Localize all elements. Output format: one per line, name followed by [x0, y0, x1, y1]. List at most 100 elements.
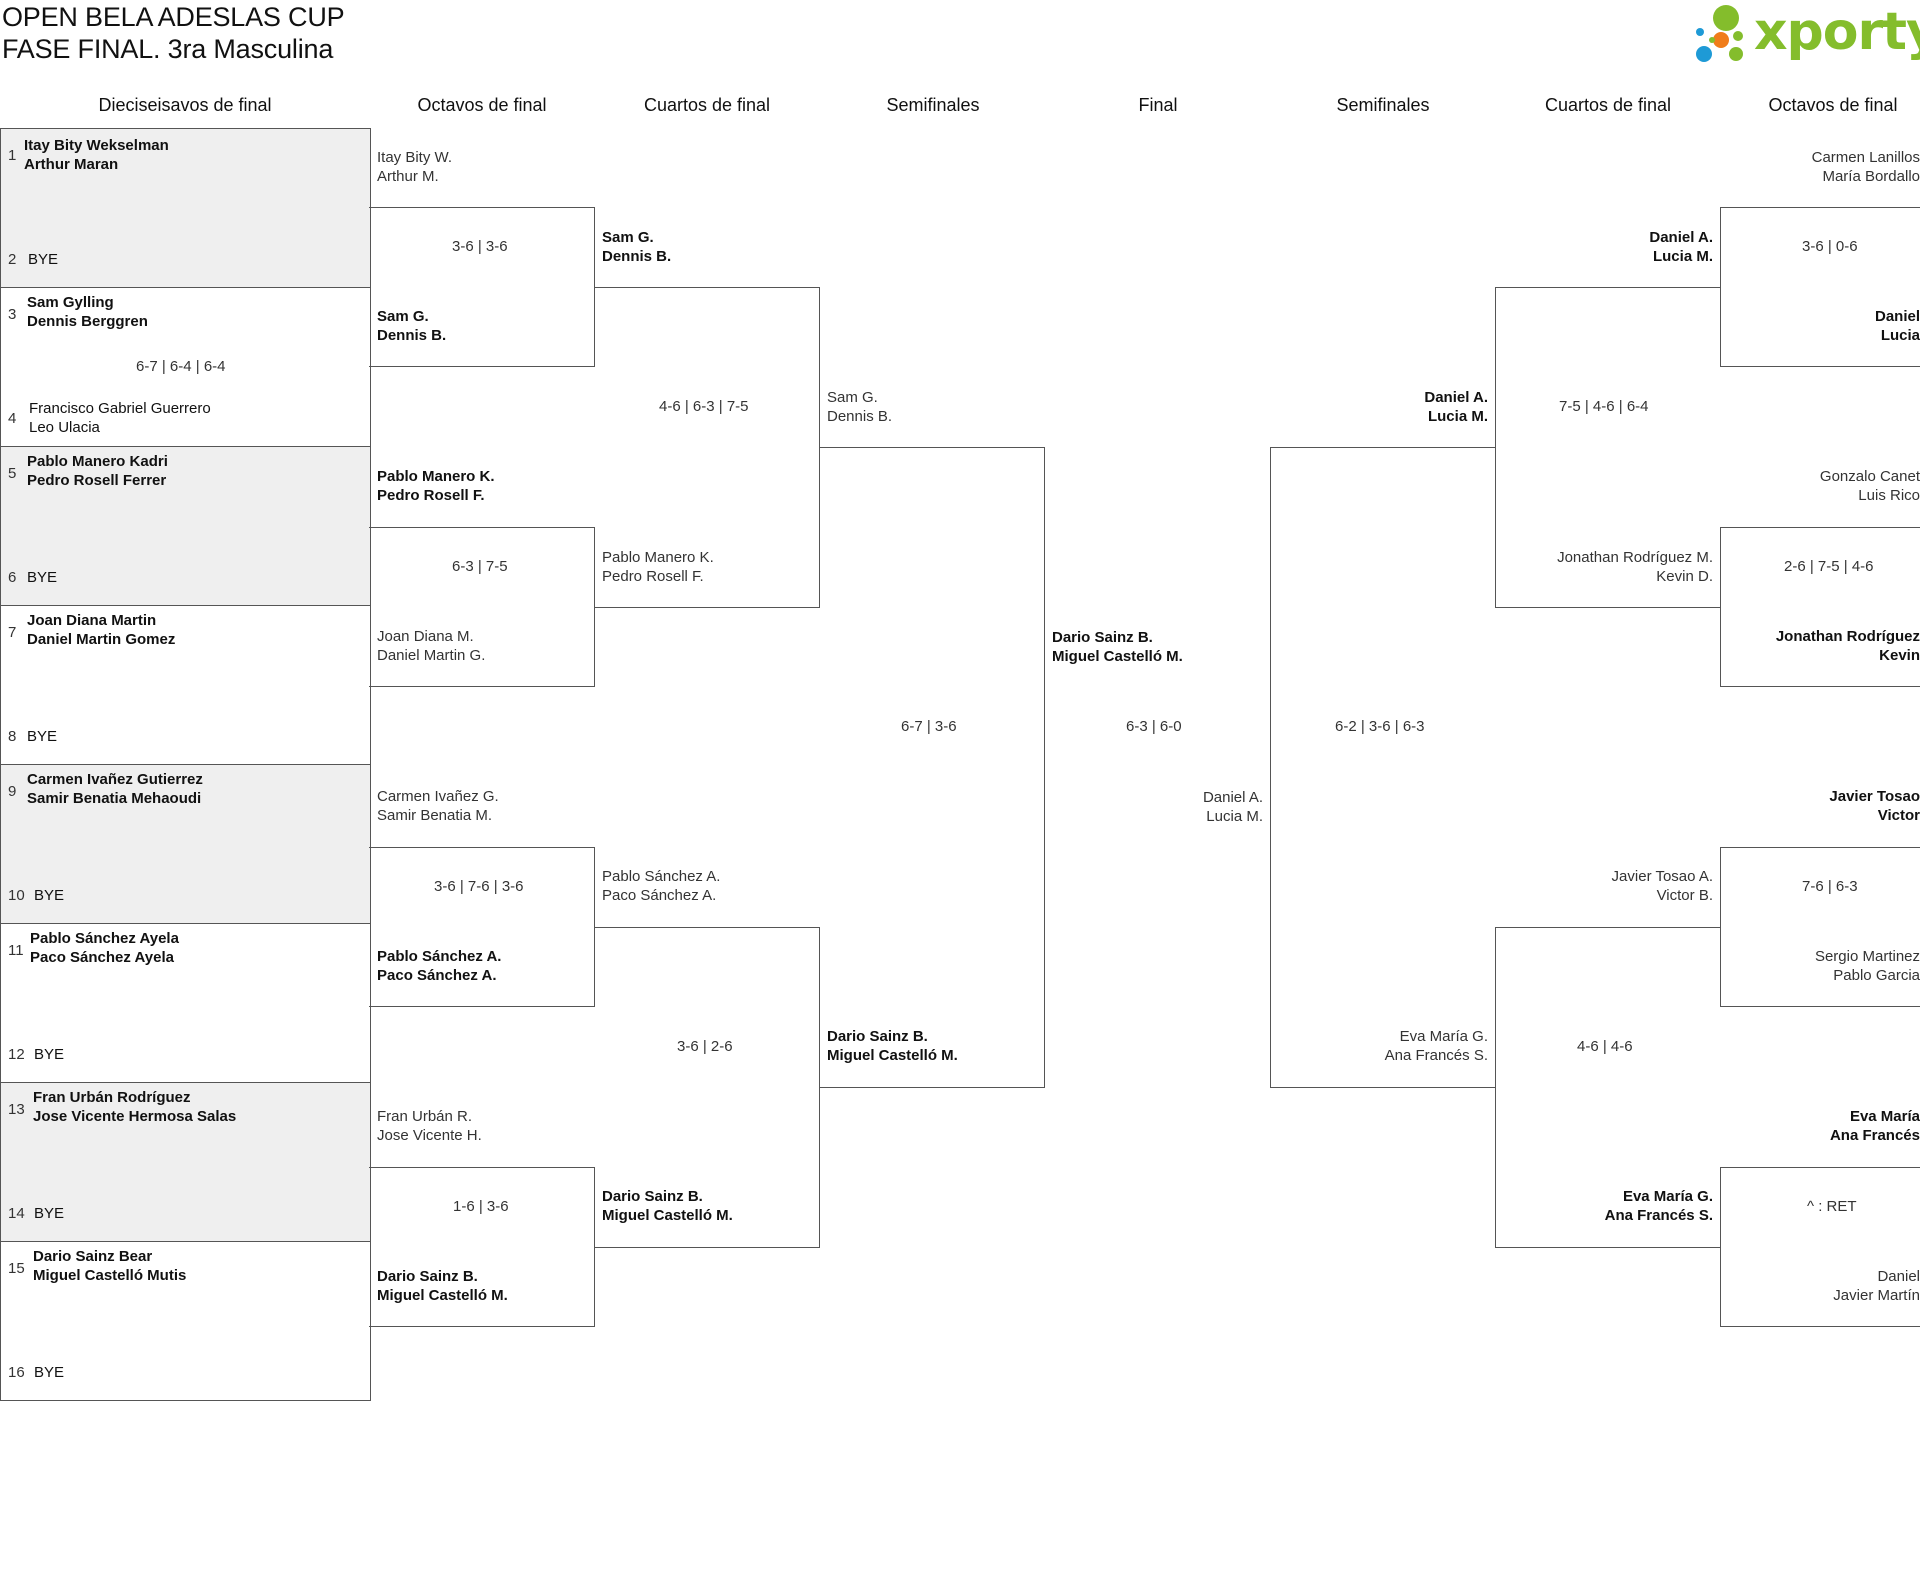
player-name: Francisco Gabriel Guerrero	[29, 400, 211, 417]
qf-right-match-2	[1495, 927, 1721, 1248]
sf-right-team-b: Eva María G.Ana Francés S.	[1384, 1028, 1488, 1064]
r16-right-match-3	[1720, 847, 1920, 1007]
match-score: 6-7 | 6-4 | 6-4	[136, 358, 226, 375]
r16-left-team-a: Fran Urbán R.Jose Vicente H.	[377, 1108, 482, 1144]
r16-right-score: ^ : RET	[1807, 1198, 1857, 1215]
qf-left-score: 4-6 | 6-3 | 7-5	[659, 398, 749, 415]
final-runner-up: Daniel A.Lucia M.	[1202, 789, 1263, 825]
r16-left-team-b: Joan Diana M.Daniel Martin G.	[377, 628, 486, 664]
col-header-final: Final	[1138, 95, 1178, 115]
player-name: Paco Sánchez Ayela	[30, 949, 174, 966]
r16-right-match-2	[1720, 527, 1920, 687]
col-header-r16-right: Octavos de final	[1768, 95, 1898, 115]
player-name: Daniel Martin Gomez	[27, 631, 176, 648]
final-winner: Dario Sainz B.Miguel Castelló M.	[1052, 629, 1183, 665]
r32-match-4: 7 Joan Diana Martin Daniel Martin Gomez …	[0, 605, 371, 765]
player-name: Samir Benatia Mehaoudi	[27, 790, 202, 807]
r16-left-team-b: Pablo Sánchez A.Paco Sánchez A.	[377, 948, 502, 984]
logo-wordmark: xporty	[1754, 2, 1920, 62]
sf-left-match	[819, 447, 1045, 1088]
col-header-r32: Dieciseisavos de final	[98, 95, 272, 115]
qf-left-team-a: Pablo Sánchez A.Paco Sánchez A.	[602, 868, 721, 904]
seed-number: 11	[8, 942, 24, 959]
seed-number: 7	[8, 624, 17, 641]
seed-number: 10	[8, 887, 25, 904]
player-name: BYE	[34, 1364, 65, 1381]
r32-match-2: 3 Sam Gylling Dennis Berggren 6-7 | 6-4 …	[0, 287, 371, 447]
r16-right-score: 3-6 | 0-6	[1802, 238, 1858, 255]
qf-right-team-a: Javier Tosao A.Victor B.	[1611, 868, 1713, 904]
logo-dots-icon	[1696, 5, 1743, 62]
sf-right-score: 6-2 | 3-6 | 6-3	[1335, 718, 1425, 735]
r32-match-1: 1 Itay Bity Wekselman Arthur Maran 2 BYE	[0, 128, 371, 288]
player-name: BYE	[34, 887, 65, 904]
player-name: Jose Vicente Hermosa Salas	[33, 1108, 237, 1125]
seed-number: 15	[8, 1260, 25, 1277]
player-name: Pablo Sánchez Ayela	[30, 930, 179, 947]
r16-right-match-4	[1720, 1167, 1920, 1327]
r16-left-score: 6-3 | 7-5	[452, 558, 508, 575]
seed-number: 13	[8, 1101, 25, 1118]
player-name: Pablo Manero Kadri	[27, 453, 168, 470]
player-name: BYE	[34, 1046, 65, 1063]
seed-number: 16	[8, 1364, 25, 1381]
col-header-qf-left: Cuartos de final	[643, 95, 771, 115]
seed-number: 9	[8, 783, 17, 800]
player-name: Fran Urbán Rodríguez	[33, 1089, 191, 1106]
r16-right-score: 2-6 | 7-5 | 4-6	[1784, 558, 1874, 575]
seed-number: 3	[8, 306, 17, 323]
r16-left-team-a: Pablo Manero K.Pedro Rosell F.	[377, 468, 495, 504]
player-name: Joan Diana Martin	[27, 612, 157, 629]
r32-match-6: 11 Pablo Sánchez Ayela Paco Sánchez Ayel…	[0, 923, 371, 1083]
r16-left-team-a: Itay Bity W.Arthur M.	[377, 149, 453, 185]
col-header-sf-left: Semifinales	[886, 95, 980, 115]
r32-match-8: 15 Dario Sainz Bear Miguel Castelló Muti…	[0, 1241, 371, 1401]
seed-number: 4	[8, 410, 17, 427]
player-name: Itay Bity Wekselman	[24, 137, 169, 154]
player-name: Leo Ulacia	[29, 419, 100, 436]
player-name: BYE	[34, 1205, 65, 1222]
r16-left-score: 1-6 | 3-6	[453, 1198, 509, 1215]
player-name: Pedro Rosell Ferrer	[27, 472, 167, 489]
player-name: BYE	[28, 251, 59, 268]
player-name: Dario Sainz Bear	[33, 1248, 153, 1265]
seed-number: 12	[8, 1046, 25, 1063]
qf-left-score: 3-6 | 2-6	[677, 1038, 733, 1055]
col-header-r16-left: Octavos de final	[417, 95, 547, 115]
r32-match-3: 5 Pablo Manero Kadri Pedro Rosell Ferrer…	[0, 446, 371, 606]
player-name: Miguel Castelló Mutis	[33, 1267, 187, 1284]
seed-number: 2	[8, 251, 17, 268]
qf-right-team-b: Jonathan Rodríguez M.Kevin D.	[1557, 549, 1713, 585]
r16-left-team-b: Dario Sainz B.Miguel Castelló M.	[377, 1268, 508, 1304]
r16-left-score: 3-6 | 7-6 | 3-6	[434, 878, 524, 895]
player-name: Dennis Berggren	[27, 313, 148, 330]
seed-number: 5	[8, 465, 17, 482]
qf-right-score: 4-6 | 4-6	[1577, 1038, 1633, 1055]
qf-right-score: 7-5 | 4-6 | 6-4	[1559, 398, 1649, 415]
seed-number: 8	[8, 728, 17, 745]
sf-left-score: 6-7 | 3-6	[901, 718, 957, 735]
col-header-qf-right: Cuartos de final	[1544, 95, 1672, 115]
xporty-logo: xporty	[1690, 2, 1920, 72]
r16-right-score: 7-6 | 6-3	[1802, 878, 1858, 895]
seed-number: 1	[8, 147, 17, 164]
tournament-title: OPEN BELA ADESLAS CUP	[2, 2, 345, 32]
seed-number: 14	[8, 1205, 25, 1222]
qf-left-team-b: Dario Sainz B.Miguel Castelló M.	[602, 1188, 733, 1224]
qf-left-team-b: Pablo Manero K.Pedro Rosell F.	[602, 549, 714, 585]
player-name: Sam Gylling	[27, 294, 114, 311]
sf-left-team-a: Sam G.Dennis B.	[827, 389, 893, 425]
r32-match-5: 9 Carmen Ivañez Gutierrez Samir Benatia …	[0, 764, 371, 924]
r32-match-7: 13 Fran Urbán Rodríguez Jose Vicente Her…	[0, 1082, 371, 1242]
seed-number: 6	[8, 569, 17, 586]
player-name: Arthur Maran	[24, 156, 119, 173]
r16-left-score: 3-6 | 3-6	[452, 238, 508, 255]
tournament-subtitle: FASE FINAL. 3ra Masculina	[2, 34, 334, 64]
